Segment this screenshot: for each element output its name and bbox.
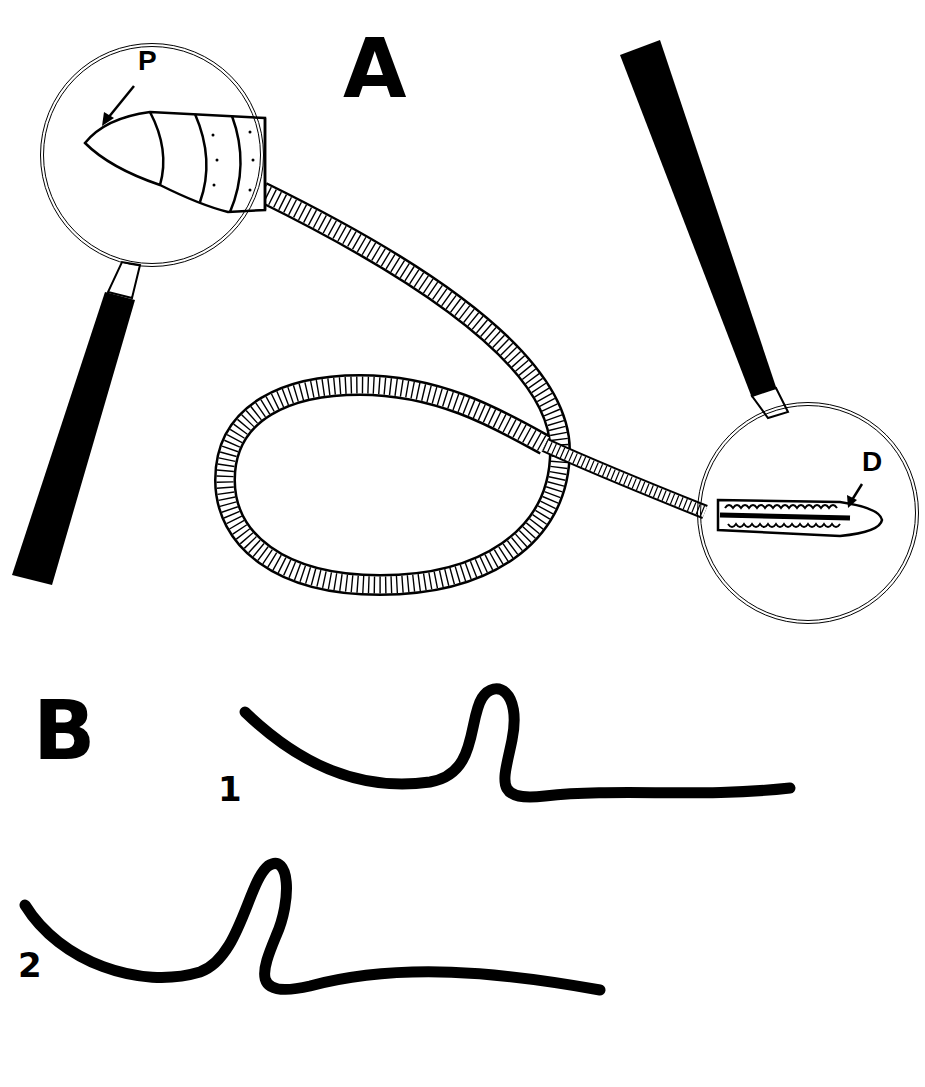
panel-letter: A (343, 28, 406, 110)
figure-number: 1 (218, 772, 242, 806)
arrow-head (847, 495, 857, 508)
magnifier-handle (12, 292, 135, 585)
leader-arrow (852, 484, 862, 500)
worm-tail (718, 500, 882, 536)
magnifier-neck (752, 388, 788, 418)
worm-outline (25, 864, 600, 990)
leader-arrow (108, 86, 134, 118)
figure-number: 2 (18, 948, 42, 982)
part-letter: D (862, 448, 882, 476)
part-letter: P (138, 47, 157, 75)
magnifier-lens: P (40, 43, 264, 267)
worm-body (225, 192, 705, 585)
worm-outline (245, 689, 790, 797)
magnifier-neck (108, 262, 140, 298)
head-dots (212, 131, 255, 192)
arrow-head (102, 112, 114, 126)
magnifier-lens: D (697, 402, 919, 624)
worm-head (85, 112, 265, 212)
magnifier-handle (620, 40, 777, 398)
panel-letter: B (33, 690, 96, 772)
